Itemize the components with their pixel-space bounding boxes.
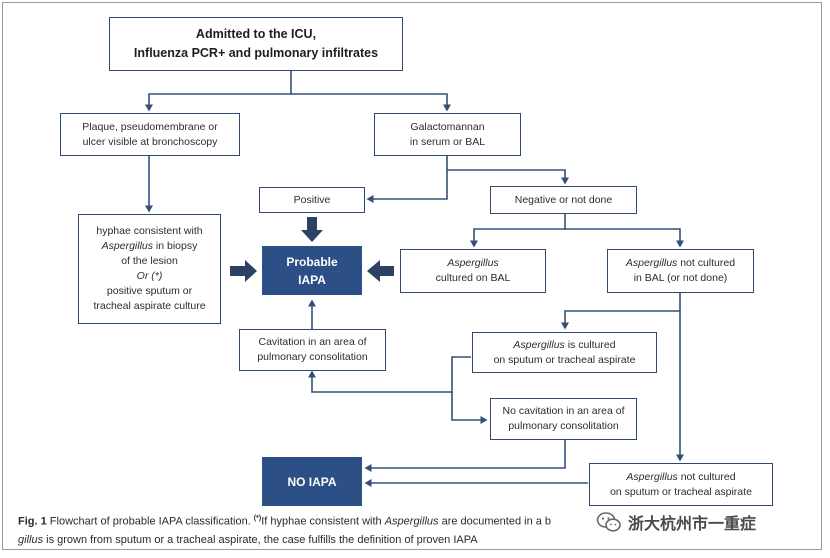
- caption-line-2: gillus is grown from sputum or a trachea…: [18, 533, 478, 546]
- asp-sputum-line-2: on sputum or tracheal aspirate: [493, 353, 636, 366]
- hyphae-box: hyphae consistent with Aspergillus in bi…: [78, 214, 221, 324]
- hyphae-line-3: of the lesion: [121, 255, 178, 267]
- negative-label: Negative or not done: [514, 193, 613, 206]
- asp-bal-line-1: Aspergillus: [447, 257, 499, 269]
- connector-negative-split: [470, 214, 566, 248]
- wechat-icon: [596, 512, 621, 532]
- no-cavitation-line-1: No cavitation in an area of: [502, 405, 625, 417]
- asp-not-sputum-line-2: on sputum or tracheal aspirate: [610, 485, 752, 498]
- watermark: 浙大杭州市一重症: [596, 508, 806, 536]
- hyphae-line-2: Aspergillus in biopsy: [101, 240, 198, 252]
- positive-box: Positive: [259, 187, 365, 213]
- probable-line-1: Probable: [286, 254, 338, 269]
- hyphae-line-4: Or (*): [136, 270, 163, 282]
- caption-line-1: Fig. 1 Flowchart of probable IAPA classi…: [18, 515, 552, 528]
- galactomannan-box: Galactomannan in serum or BAL: [374, 113, 521, 156]
- negative-box: Negative or not done: [490, 186, 637, 214]
- asp-not-bal-line-2: in BAL (or not done): [633, 272, 728, 284]
- admitted-icu-box: Admitted to the ICU, Influenza PCR+ and …: [109, 17, 403, 71]
- asp-not-bal-line-1: Aspergillus not cultured: [625, 257, 736, 269]
- connector-galacto-negative: [447, 169, 569, 185]
- block-arrow-down: [301, 217, 323, 242]
- figure-frame: [2, 2, 822, 550]
- no-cavitation-line-2: pulmonary consolitation: [508, 420, 619, 432]
- aspergillus-bal-box: Aspergillus cultured on BAL: [400, 249, 546, 293]
- plaque-line-2: ulcer visible at bronchoscopy: [82, 135, 218, 148]
- block-arrow-right: [230, 260, 257, 282]
- asp-sputum-line-1: Aspergillus is cultured: [513, 338, 616, 351]
- cavitation-box: Cavitation in an area of pulmonary conso…: [239, 329, 386, 371]
- plaque-line-1: Plaque, pseudomembrane or: [82, 120, 218, 133]
- connector-sputum-nocavitation: [451, 392, 488, 424]
- asp-not-sputum-line-1: Aspergillus not cultured: [626, 470, 736, 483]
- connector-galacto-positive: [366, 156, 448, 203]
- aspergillus-not-bal-box: Aspergillus not cultured in BAL (or not …: [607, 249, 754, 293]
- probable-iapa-box: Probable IAPA: [262, 246, 362, 295]
- probable-line-2: IAPA: [298, 272, 326, 287]
- no-cavitation-box: No cavitation in an area of pulmonary co…: [490, 398, 637, 440]
- positive-label: Positive: [293, 193, 331, 206]
- cavitation-line-2: pulmonary consolitation: [257, 351, 368, 363]
- figure-caption: Fig. 1 Flowchart of probable IAPA classi…: [18, 510, 808, 549]
- galacto-line-1: Galactomannan: [410, 120, 485, 133]
- cavitation-line-1: Cavitation in an area of: [258, 336, 367, 348]
- connector-nocavitation-noiapa: [364, 440, 566, 472]
- asp-bal-line-2: cultured on BAL: [435, 272, 511, 284]
- galacto-line-2: in serum or BAL: [409, 135, 486, 148]
- connector-title-split: [145, 71, 292, 112]
- aspergillus-sputum-box: Aspergillus is cultured on sputum or tra…: [472, 332, 657, 373]
- no-iapa-label: NO IAPA: [287, 474, 337, 489]
- watermark-text: 浙大杭州市一重症: [628, 514, 757, 533]
- hyphae-line-1: hyphae consistent with: [96, 225, 203, 237]
- aspergillus-not-sputum-box: Aspergillus not cultured on sputum or tr…: [589, 463, 773, 506]
- no-iapa-box: NO IAPA: [262, 457, 362, 506]
- admitted-line-1: Admitted to the ICU,: [195, 27, 317, 41]
- admitted-line-2: Influenza PCR+ and pulmonary infiltrates: [133, 46, 379, 60]
- hyphae-line-6: tracheal aspirate culture: [93, 300, 206, 312]
- connector-title-galacto: [291, 93, 451, 112]
- hyphae-line-5: positive sputum or: [106, 285, 193, 297]
- connector-negative-notbal: [565, 228, 684, 248]
- block-arrow-left: [367, 260, 394, 282]
- plaque-box: Plaque, pseudomembrane or ulcer visible …: [60, 113, 240, 156]
- connector-notbal-sputum: [561, 293, 681, 330]
